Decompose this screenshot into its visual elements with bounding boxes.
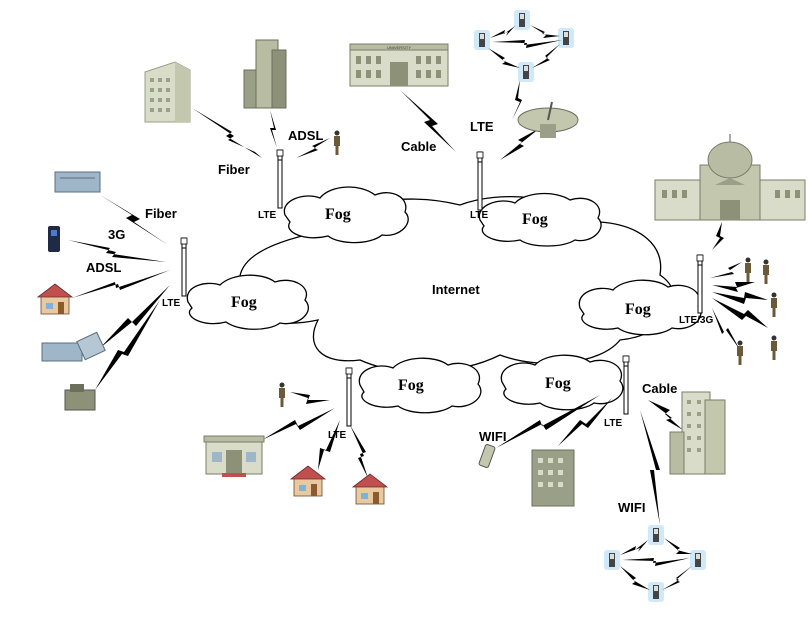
fiber-label: Fiber xyxy=(145,206,177,221)
projector-icon xyxy=(41,331,106,362)
lte-tower-label: LTE xyxy=(604,418,622,429)
cable-label: Cable xyxy=(642,381,677,396)
phone-cluster-bottom xyxy=(604,525,706,602)
fog-label: Fog xyxy=(625,301,651,318)
adsl-label: ADSL xyxy=(288,128,323,143)
apartment-building-icon xyxy=(531,449,575,507)
home-computer-icon xyxy=(37,283,73,315)
fiber-label: Fiber xyxy=(218,162,250,177)
lte-3g-tower-label: LTE/3G xyxy=(679,315,713,326)
lte-tower-label: LTE xyxy=(258,210,276,221)
satellite-dish-icon xyxy=(517,101,579,138)
handheld-device-icon xyxy=(478,444,496,468)
person-icon xyxy=(763,259,769,284)
house-icon xyxy=(352,473,388,505)
shop-building-icon xyxy=(203,435,265,477)
lte-tower-label: LTE xyxy=(470,210,488,221)
fog-cloud-top-left: Fog xyxy=(283,186,409,244)
adsl-label: ADSL xyxy=(86,260,121,275)
cell-tower-top-left xyxy=(276,149,284,209)
lte-tower-label: LTE xyxy=(328,430,346,441)
cell-tower-top-mid xyxy=(476,151,484,211)
university-building-icon: UNIVERSITY xyxy=(349,43,449,87)
cell-tower-bottom-left xyxy=(345,367,353,427)
fog-label: Fog xyxy=(231,294,257,311)
office-building-icon xyxy=(144,61,191,123)
fog-label: Fog xyxy=(545,375,571,392)
fog-label: Fog xyxy=(398,377,424,394)
fog-label: Fog xyxy=(325,206,351,223)
internet-label: Internet xyxy=(432,282,480,297)
security-camera-icon xyxy=(64,384,96,411)
tall-building-icon xyxy=(669,391,726,475)
server-icon xyxy=(54,171,101,193)
phone-cluster-top xyxy=(474,10,574,82)
mobile-device-icon xyxy=(48,226,60,252)
cell-tower-bottom-right xyxy=(622,355,630,415)
person-icon xyxy=(771,292,777,317)
person-icon xyxy=(771,335,777,360)
government-building-icon xyxy=(654,134,806,221)
person-icon xyxy=(745,257,751,282)
wireless-links xyxy=(68,80,768,525)
wifi-label: WIFI xyxy=(479,429,506,444)
university-sign: UNIVERSITY xyxy=(387,45,411,50)
lte-tower-label: LTE xyxy=(162,298,180,309)
fog-cloud-top-right: Fog xyxy=(478,192,602,247)
fog-cloud-left: Fog xyxy=(186,274,309,330)
person-icon xyxy=(334,130,340,155)
cable-label: Cable xyxy=(401,139,436,154)
house-icon xyxy=(290,465,326,497)
wifi-label: WIFI xyxy=(618,500,645,515)
cell-tower-right xyxy=(696,254,704,314)
fog-cloud-bottom-right: Fog xyxy=(500,354,624,411)
3g-label: 3G xyxy=(108,227,125,242)
fog-cloud-bottom-left: Fog xyxy=(358,357,482,414)
fog-cloud-right: Fog xyxy=(578,279,702,336)
fog-label: Fog xyxy=(522,211,548,228)
skyscraper-icon xyxy=(243,39,287,109)
lte-label: LTE xyxy=(470,119,494,134)
cell-tower-left xyxy=(180,237,188,297)
person-icon xyxy=(279,382,285,407)
person-icon xyxy=(737,340,743,365)
